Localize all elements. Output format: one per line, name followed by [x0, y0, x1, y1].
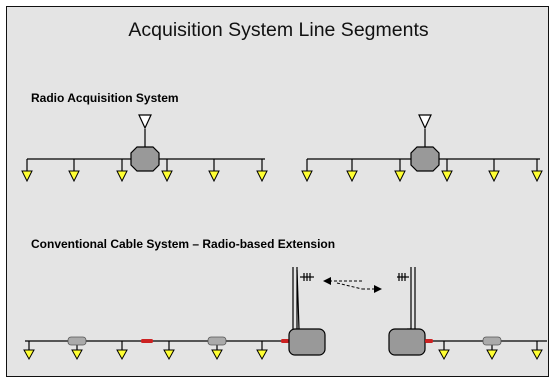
antenna-icon	[418, 114, 432, 130]
section-heading-cable: Conventional Cable System – Radio-based …	[31, 237, 336, 251]
cable-connector-icon	[482, 336, 502, 346]
radio-mast-icon	[292, 267, 314, 329]
geophone-icon	[21, 170, 268, 183]
diagram-frame: Acquisition System Line Segments Radio A…	[6, 6, 549, 377]
cable-connector-icon	[67, 336, 87, 346]
cable-line-left	[23, 267, 326, 361]
section-heading-radio: Radio Acquisition System	[31, 91, 179, 105]
geophone-icon	[301, 170, 543, 183]
radio-unit-left	[21, 114, 268, 183]
cable-line-right	[388, 267, 547, 361]
radio-unit-right	[301, 114, 543, 183]
radio-box-icon	[410, 146, 440, 172]
radio-box-icon	[388, 328, 426, 356]
diagram-canvas	[21, 114, 547, 361]
radio-box-icon	[288, 328, 326, 356]
cable-connector-icon	[207, 336, 227, 346]
radio-box-icon	[130, 146, 160, 172]
radio-link-arrow-icon	[323, 277, 382, 293]
geophone-icon	[438, 349, 543, 361]
antenna-icon	[138, 114, 152, 130]
cable-link-red	[141, 339, 153, 343]
geophone-icon	[23, 349, 268, 361]
radio-mast-icon	[397, 267, 416, 329]
diagram-title: Acquisition System Line Segments	[128, 19, 429, 41]
